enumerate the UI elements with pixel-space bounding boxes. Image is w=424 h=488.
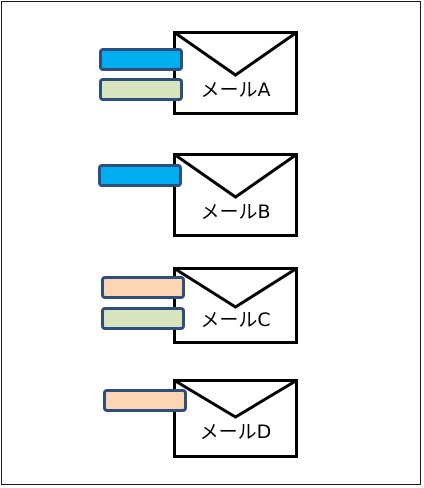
tag-peach bbox=[103, 389, 187, 412]
envelope-icon: メールC bbox=[173, 267, 298, 351]
mail-group-a: メールA bbox=[2, 2, 424, 115]
envelope-icon: メールD bbox=[173, 379, 298, 463]
mail-label: メールA bbox=[200, 79, 271, 101]
tag-blue bbox=[99, 48, 183, 71]
envelope-icon: メールA bbox=[173, 31, 298, 115]
tag-green bbox=[101, 307, 185, 330]
envelope-icon: メールB bbox=[173, 153, 298, 237]
mail-group-d: メールD bbox=[2, 2, 424, 458]
tag-peach bbox=[101, 276, 185, 299]
mail-group-b: メールB bbox=[2, 2, 424, 237]
mail-group-c: メールC bbox=[2, 2, 424, 344]
mail-label: メールC bbox=[200, 309, 271, 331]
mail-label: メールB bbox=[200, 201, 271, 223]
tag-green bbox=[99, 78, 183, 101]
tag-blue bbox=[98, 164, 182, 187]
mail-label: メールD bbox=[199, 421, 272, 443]
